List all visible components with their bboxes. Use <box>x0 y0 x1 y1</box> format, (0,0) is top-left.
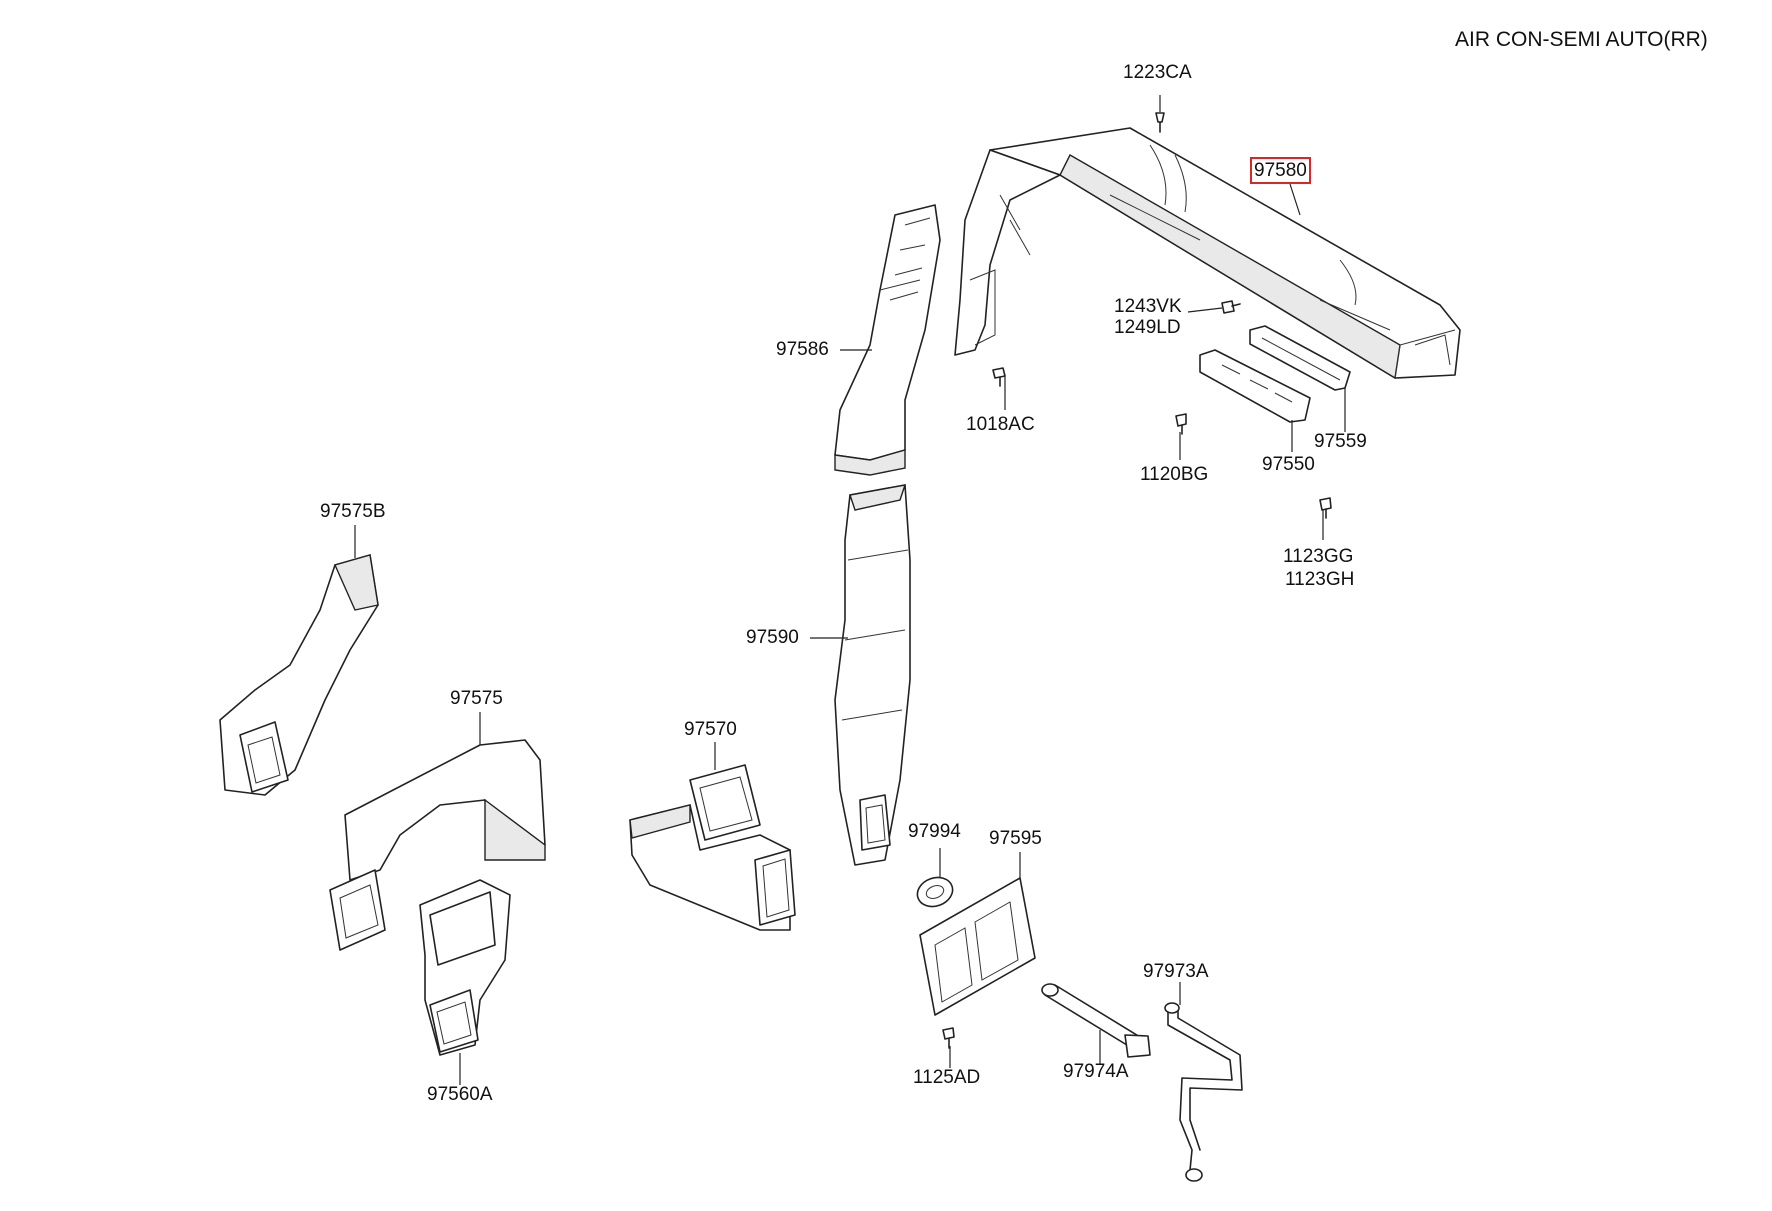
label-97973A[interactable]: 97973A <box>1143 961 1209 982</box>
label-97550[interactable]: 97550 <box>1262 454 1315 475</box>
part-97560A-duct[interactable] <box>419 879 511 1085</box>
label-97559[interactable]: 97559 <box>1314 431 1367 452</box>
part-1120BG-screw[interactable] <box>1175 413 1187 460</box>
part-97595-gasket[interactable] <box>919 852 1036 1016</box>
part-97586-duct[interactable] <box>834 204 941 476</box>
label-1249LD[interactable]: 1249LD <box>1114 317 1181 338</box>
label-97560A[interactable]: 97560A <box>427 1084 493 1105</box>
label-97974A[interactable]: 97974A <box>1063 1061 1129 1082</box>
label-97580[interactable]: 97580 <box>1250 157 1311 184</box>
label-1123GG[interactable]: 1123GG <box>1283 546 1354 567</box>
label-97994[interactable]: 97994 <box>908 821 961 842</box>
label-1223CA[interactable]: 1223CA <box>1123 62 1192 83</box>
label-1243VK[interactable]: 1243VK <box>1114 296 1182 317</box>
part-97973A-pipe[interactable] <box>1164 982 1243 1182</box>
part-1125AD-screw[interactable] <box>942 1027 955 1068</box>
part-97575-duct[interactable] <box>329 712 546 951</box>
label-1120BG[interactable]: 1120BG <box>1140 464 1209 485</box>
label-97570[interactable]: 97570 <box>684 719 737 740</box>
label-97595[interactable]: 97595 <box>989 828 1042 849</box>
part-97974A-pipe[interactable] <box>1041 983 1151 1065</box>
label-1125AD[interactable]: 1125AD <box>913 1067 981 1088</box>
part-1123GG-screw[interactable] <box>1319 497 1332 540</box>
part-97559-bracket[interactable] <box>1249 325 1351 432</box>
label-97575B[interactable]: 97575B <box>320 501 386 522</box>
label-97586[interactable]: 97586 <box>776 339 829 360</box>
part-1018AC-clip[interactable] <box>992 367 1006 410</box>
label-97590[interactable]: 97590 <box>746 627 799 648</box>
label-97575[interactable]: 97575 <box>450 688 503 709</box>
part-1243VK-screw[interactable] <box>1187 300 1241 314</box>
diagram-title: AIR CON-SEMI AUTO(RR) <box>1455 28 1708 51</box>
label-1018AC[interactable]: 1018AC <box>966 414 1035 435</box>
part-97580-duct[interactable] <box>954 127 1461 380</box>
label-1123GH[interactable]: 1123GH <box>1285 569 1355 590</box>
part-97575B-duct[interactable] <box>219 525 379 796</box>
part-97570-duct[interactable] <box>629 742 796 931</box>
part-97550-grille[interactable] <box>1199 349 1311 452</box>
part-97590-duct[interactable] <box>810 484 911 866</box>
part-97994-grommet[interactable] <box>913 848 956 911</box>
part-1223CA-screw[interactable] <box>1155 95 1165 133</box>
